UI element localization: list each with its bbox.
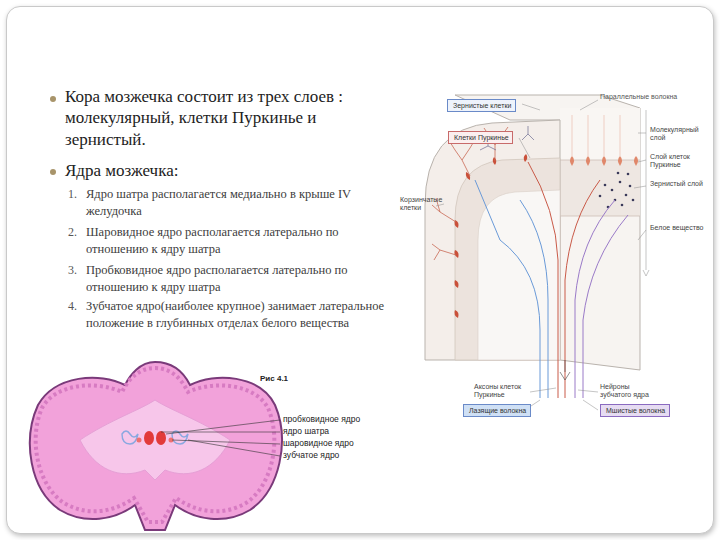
label-box: Лазящие волокна bbox=[463, 404, 531, 417]
label-box: Мшистые волокна bbox=[600, 404, 670, 417]
label-box: Клетки Пуркинье bbox=[448, 131, 513, 144]
list-number: 4. bbox=[68, 298, 86, 314]
bullet-text: Ядра мозжечка: bbox=[65, 160, 400, 181]
list-item: Ядро шатра располагается медиально в кры… bbox=[86, 186, 386, 220]
list-item: Зубчатое ядро(наиболее крупное) занимает… bbox=[86, 298, 386, 332]
list-number: 2. bbox=[68, 224, 86, 240]
layer-label: Белое вещество bbox=[650, 224, 710, 232]
box-text: Мшистые волокна bbox=[606, 407, 664, 415]
layer-label: Молекулярный слой bbox=[650, 126, 710, 143]
part-label: Аксоны клеток Пуркинье bbox=[474, 383, 530, 400]
cortex-illustration bbox=[425, 95, 649, 410]
label-box: Зернистые клетки bbox=[447, 99, 516, 112]
list-number: 3. bbox=[68, 262, 86, 278]
list-item: Шаровидное ядро располагается латерально… bbox=[86, 224, 386, 258]
part-label: Нейроны зубчатого ядра bbox=[600, 383, 660, 400]
list-item: Пробковидное ядро располагается латераль… bbox=[86, 262, 386, 296]
box-text: Лазящие волокна bbox=[469, 407, 525, 415]
box-text: Зернистые клетки bbox=[453, 102, 510, 110]
part-label: Корзинчатые клетки bbox=[400, 196, 444, 213]
bullet bbox=[50, 169, 56, 175]
part-label: пробковидное ядро bbox=[283, 414, 393, 424]
bullet bbox=[50, 96, 56, 102]
figure-number: Рис 4.1 bbox=[260, 374, 300, 384]
list-number: 1. bbox=[68, 186, 86, 202]
part-label: Параллельные волокна bbox=[600, 93, 700, 101]
layer-label: Слой клеток Пуркинье bbox=[650, 153, 710, 170]
layer-label: Зернистый слой bbox=[650, 180, 710, 188]
cerebellum-section bbox=[30, 362, 282, 530]
box-text: Клетки Пуркинье bbox=[454, 134, 507, 142]
bullet-text: Кора мозжечка состоит из трех слоев : мо… bbox=[65, 86, 400, 150]
part-label: зубчатое ядро bbox=[283, 450, 393, 460]
part-label: шаровидное ядро bbox=[283, 438, 393, 448]
part-label: ядро шатра bbox=[283, 426, 393, 436]
